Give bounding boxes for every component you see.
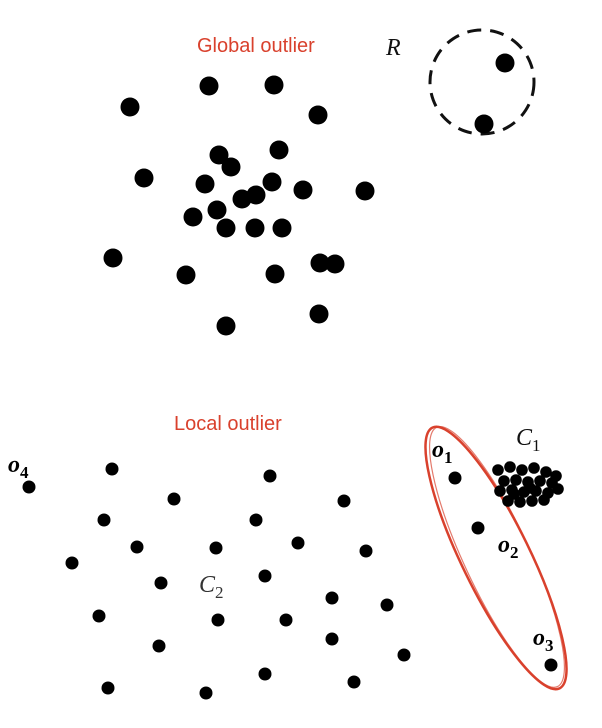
cluster-point	[134, 168, 154, 188]
local-outlier-ellipse-inner	[428, 426, 566, 688]
cluster-c2-point	[199, 686, 213, 700]
cluster-c2-point	[154, 576, 168, 590]
cluster-point	[216, 218, 236, 238]
cluster-c2-point	[167, 492, 181, 506]
cluster-point	[264, 75, 284, 95]
cluster-c2-point	[380, 598, 394, 612]
cluster-point	[209, 145, 229, 165]
cluster-point	[120, 97, 140, 117]
cluster-point	[309, 304, 329, 324]
cluster-point	[325, 254, 345, 274]
cluster-point	[199, 76, 219, 96]
cluster-c1-point	[524, 482, 536, 494]
cluster-c2-point	[209, 541, 223, 555]
cluster-c2-point	[101, 681, 115, 695]
cluster-c2-point	[97, 513, 111, 527]
cluster-c2-point	[130, 540, 144, 554]
cluster-c2-point	[65, 556, 79, 570]
cluster-c1-point	[538, 494, 550, 506]
c2-label: C2	[199, 572, 224, 602]
local-outlier-title: Local outlier	[174, 413, 282, 435]
global-outlier-point	[495, 53, 515, 73]
cluster-c1-point	[514, 496, 526, 508]
cluster-point	[221, 157, 241, 177]
cluster-point	[232, 189, 252, 209]
cluster-c2-point	[211, 613, 225, 627]
cluster-point	[103, 248, 123, 268]
cluster-c2-point	[258, 569, 272, 583]
cluster-c2-point	[258, 667, 272, 681]
cluster-point	[262, 172, 282, 192]
o1-label: o1	[432, 437, 453, 467]
cluster-point	[310, 253, 330, 273]
cluster-c1-point	[528, 462, 540, 474]
cluster-point	[195, 174, 215, 194]
data-points	[22, 53, 564, 700]
cluster-c1-point	[540, 466, 552, 478]
cluster-point	[207, 200, 227, 220]
outlier-o4-point	[22, 480, 36, 494]
cluster-point	[355, 181, 375, 201]
cluster-c2-point	[337, 494, 351, 508]
cluster-c2-point	[291, 536, 305, 550]
outlier-o1-point	[448, 471, 462, 485]
cluster-c2-point	[105, 462, 119, 476]
o3-label: o3	[533, 625, 554, 655]
cluster-point	[245, 218, 265, 238]
cluster-c2-point	[325, 591, 339, 605]
cluster-c2-point	[152, 639, 166, 653]
cluster-c1-point	[552, 483, 564, 495]
cluster-c2-point	[263, 469, 277, 483]
cluster-c1-point	[492, 464, 504, 476]
cluster-point	[293, 180, 313, 200]
region-r-boundary	[428, 28, 536, 136]
cluster-c1-point	[508, 488, 520, 500]
cluster-c1-point	[494, 485, 506, 497]
o4-label: o4	[8, 452, 29, 482]
cluster-c1-point	[526, 495, 538, 507]
cluster-c1-point	[510, 474, 522, 486]
global-outlier-point	[474, 114, 494, 134]
global-outlier-title: Global outlier	[197, 35, 315, 57]
outlier-o2-point	[471, 521, 485, 535]
cluster-c2-point	[359, 544, 373, 558]
cluster-point	[176, 265, 196, 285]
outlier-o3-point	[544, 658, 558, 672]
region-r-label: R	[385, 35, 401, 61]
cluster-c1-point	[534, 475, 546, 487]
c1-label: C1	[516, 425, 541, 455]
cluster-point	[216, 316, 236, 336]
cluster-c2-point	[249, 513, 263, 527]
cluster-c1-point	[516, 464, 528, 476]
cluster-c1-point	[504, 461, 516, 473]
cluster-point	[265, 264, 285, 284]
cluster-point	[308, 105, 328, 125]
cluster-point	[269, 140, 289, 160]
cluster-point	[183, 207, 203, 227]
cluster-c2-point	[325, 632, 339, 646]
cluster-point	[272, 218, 292, 238]
cluster-c2-point	[279, 613, 293, 627]
cluster-c2-point	[347, 675, 361, 689]
cluster-c1-point	[498, 475, 510, 487]
cluster-c2-point	[92, 609, 106, 623]
cluster-c2-point	[397, 648, 411, 662]
o2-label: o2	[498, 532, 519, 562]
